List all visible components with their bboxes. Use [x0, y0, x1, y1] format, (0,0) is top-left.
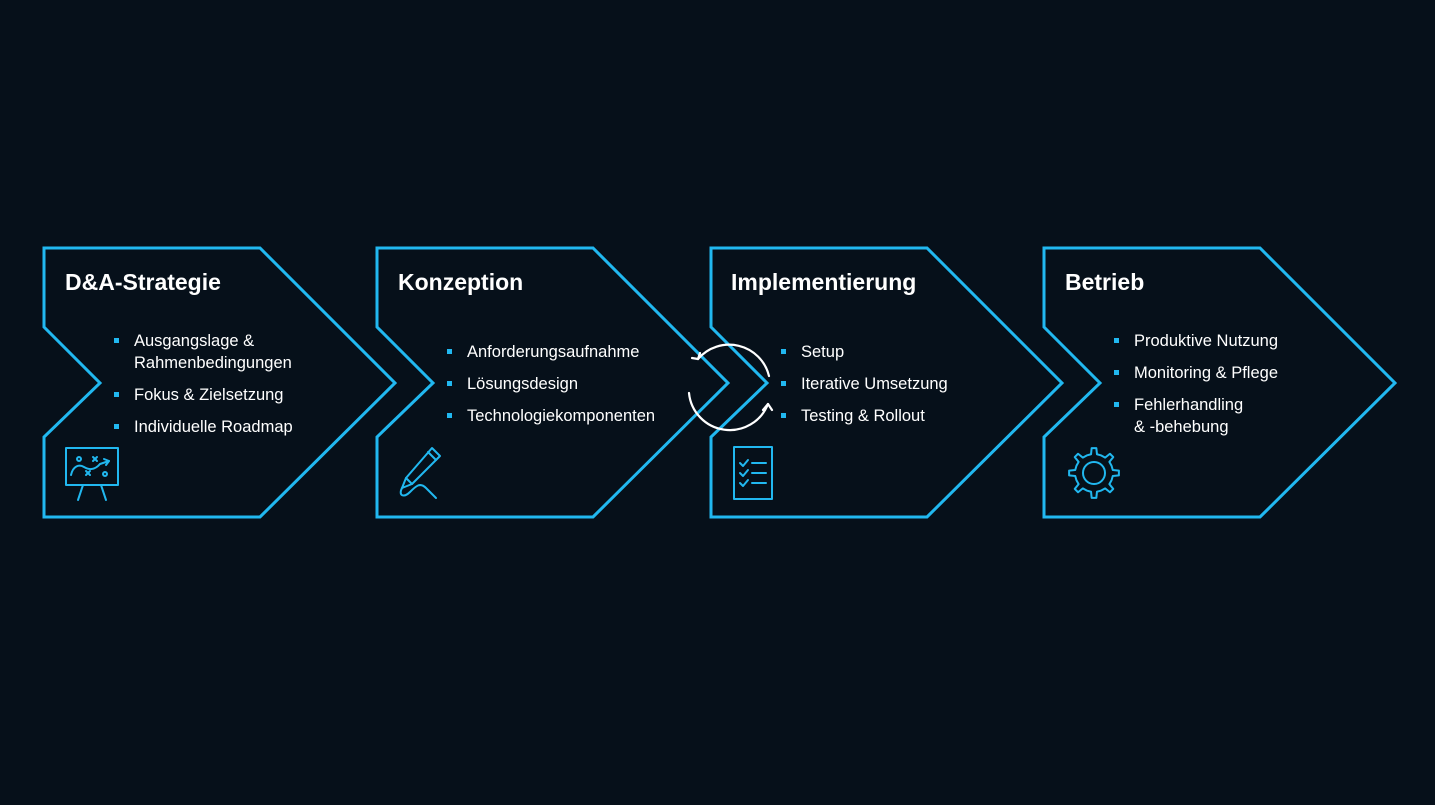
list-item: Technologiekomponenten: [447, 405, 655, 427]
list-item: Fokus & Zielsetzung: [114, 384, 293, 406]
stage-2-title: Konzeption: [398, 269, 524, 295]
strategy-board-icon: [65, 447, 119, 501]
stage-3-list: Setup Iterative Umsetzung Testing & Roll…: [781, 341, 948, 437]
list-item: Anforderungsaufnahme: [447, 341, 655, 363]
stage-2-list: Anforderungsaufnahme Lösungsdesign Techn…: [447, 341, 655, 437]
stage-1-chevron: [42, 246, 398, 519]
list-item: Monitoring & Pflege: [1114, 362, 1278, 384]
list-item: Testing & Rollout: [781, 405, 948, 427]
list-item: Lösungsdesign: [447, 373, 655, 395]
list-item: Produktive Nutzung: [1114, 330, 1278, 352]
list-item: Individuelle Roadmap: [114, 416, 293, 438]
list-item: Fehlerhandling & -behebung: [1114, 394, 1278, 438]
stage-4-list: Produktive Nutzung Monitoring & Pflege F…: [1114, 330, 1278, 448]
list-item: Setup: [781, 341, 948, 363]
list-item: Iterative Umsetzung: [781, 373, 948, 395]
stage-4-title: Betrieb: [1065, 269, 1145, 295]
stage-4-chevron: [1042, 246, 1398, 519]
list-item: Ausgangslage & Rahmenbedingungen: [114, 330, 293, 374]
stage-2-chevron: [375, 246, 731, 519]
stage-3-title: Implementierung: [731, 269, 917, 295]
gear-icon: [1068, 447, 1120, 499]
cycle-arrows-icon: [687, 343, 774, 432]
checklist-icon: [733, 446, 773, 500]
stage-1-list: Ausgangslage & Rahmenbedingungen Fokus &…: [114, 330, 293, 448]
stage-1-title: D&A-Strategie: [65, 269, 221, 295]
pencil-icon: [399, 447, 441, 499]
